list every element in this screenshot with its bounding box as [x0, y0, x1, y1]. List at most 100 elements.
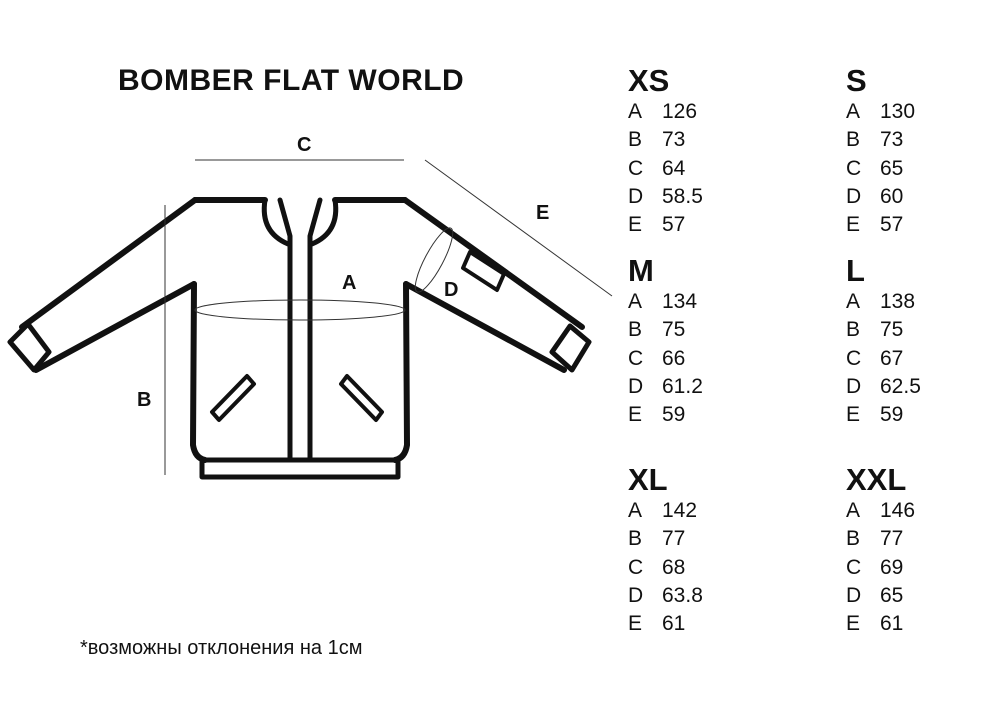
size-name: XXL [846, 462, 907, 497]
measurement-row: E 61 [628, 610, 778, 638]
measurement-value: 65 [880, 156, 904, 180]
sleeve-pocket [461, 250, 506, 292]
measurement-value: 146 [880, 499, 916, 522]
measurement-row: D 61.2 [628, 373, 778, 401]
measurement-row: B 73 [628, 126, 778, 154]
measurement-value: 75 [880, 318, 904, 342]
measurement-row: C 69 [846, 554, 996, 582]
measurement-key: D [846, 583, 862, 607]
measurement-row: B 75 [628, 316, 778, 344]
measurement-row: A 146 [846, 497, 996, 525]
measurement-row: D 60 [846, 183, 996, 211]
measurement-row: B 75 [846, 316, 996, 344]
measurement-value: 63.8 [662, 583, 703, 607]
measurement-value: 77 [880, 527, 904, 551]
measurement-value: 64 [662, 156, 686, 180]
collar-left [261, 197, 291, 247]
measurement-key: D [628, 184, 644, 208]
measurement-key: B [846, 527, 861, 551]
measurement-key: A [846, 499, 861, 522]
measurement-row: B 77 [846, 525, 996, 553]
measurement-key: D [628, 583, 644, 607]
measurement-key: A [628, 290, 643, 313]
measurement-key: C [628, 156, 644, 180]
left-sleeve-outline [19, 197, 198, 373]
measurement-key: E [846, 612, 861, 636]
measurement-key: D [846, 184, 862, 208]
measurement-value: 61.2 [662, 374, 703, 398]
measurement-key: A [628, 499, 643, 522]
measurement-key: A [846, 100, 861, 123]
measurement-value: 61 [880, 612, 904, 636]
measurement-key: E [628, 213, 643, 237]
label-a: A [342, 272, 356, 294]
measurement-key: B [628, 527, 643, 551]
measurement-value: 60 [880, 184, 904, 208]
footnote: *возможны отклонения на 1см [80, 637, 363, 659]
measurement-row: D 62.5 [846, 373, 996, 401]
measurement-value: 67 [880, 346, 904, 370]
right-cuff [549, 323, 592, 373]
measurement-key: C [846, 346, 862, 370]
measurement-row: B 77 [628, 525, 778, 553]
measurement-row: C 64 [628, 155, 778, 183]
measurement-key: D [846, 374, 862, 398]
measurement-value: 69 [880, 555, 904, 579]
measurement-row: D 63.8 [628, 582, 778, 610]
size-name: L [846, 253, 865, 288]
measurement-key: D [628, 374, 644, 398]
measurement-key: B [628, 318, 643, 342]
bomber-jacket-diagram: C A B D E [7, 134, 613, 480]
measurement-row: A 126 [628, 98, 778, 126]
measurement-value: 142 [662, 499, 698, 522]
label-e: E [536, 202, 549, 224]
waistband [199, 457, 401, 480]
measurement-value: 138 [880, 290, 916, 313]
chest-measure-line [194, 299, 406, 321]
label-c: C [297, 134, 311, 156]
measurement-value: 73 [662, 128, 686, 152]
measurement-key: A [628, 100, 643, 123]
measurement-value: 134 [662, 290, 698, 313]
measurement-key: C [628, 346, 644, 370]
size-name: XS [628, 63, 670, 98]
size-name: XL [628, 462, 668, 497]
measurement-row: C 67 [846, 345, 996, 373]
measurement-key: B [846, 128, 861, 152]
measurement-key: B [628, 128, 643, 152]
size-name: M [628, 253, 654, 288]
measurement-value: 75 [662, 318, 686, 342]
left-pocket [210, 374, 256, 422]
measurement-key: E [628, 612, 643, 636]
measurement-value: 126 [662, 100, 698, 123]
measurement-value: 62.5 [880, 374, 921, 398]
measurement-key: B [846, 318, 861, 342]
measurement-key: E [628, 403, 643, 427]
left-cuff [7, 321, 52, 373]
label-b: B [137, 389, 151, 411]
measurement-value: 59 [880, 403, 904, 427]
measurement-value: 77 [662, 527, 686, 551]
measurement-key: C [846, 555, 862, 579]
size-name: S [846, 63, 867, 98]
label-d: D [444, 279, 458, 301]
right-sleeve-outline [402, 197, 585, 373]
zipper-placket [277, 197, 323, 461]
measurement-value: 61 [662, 612, 686, 636]
